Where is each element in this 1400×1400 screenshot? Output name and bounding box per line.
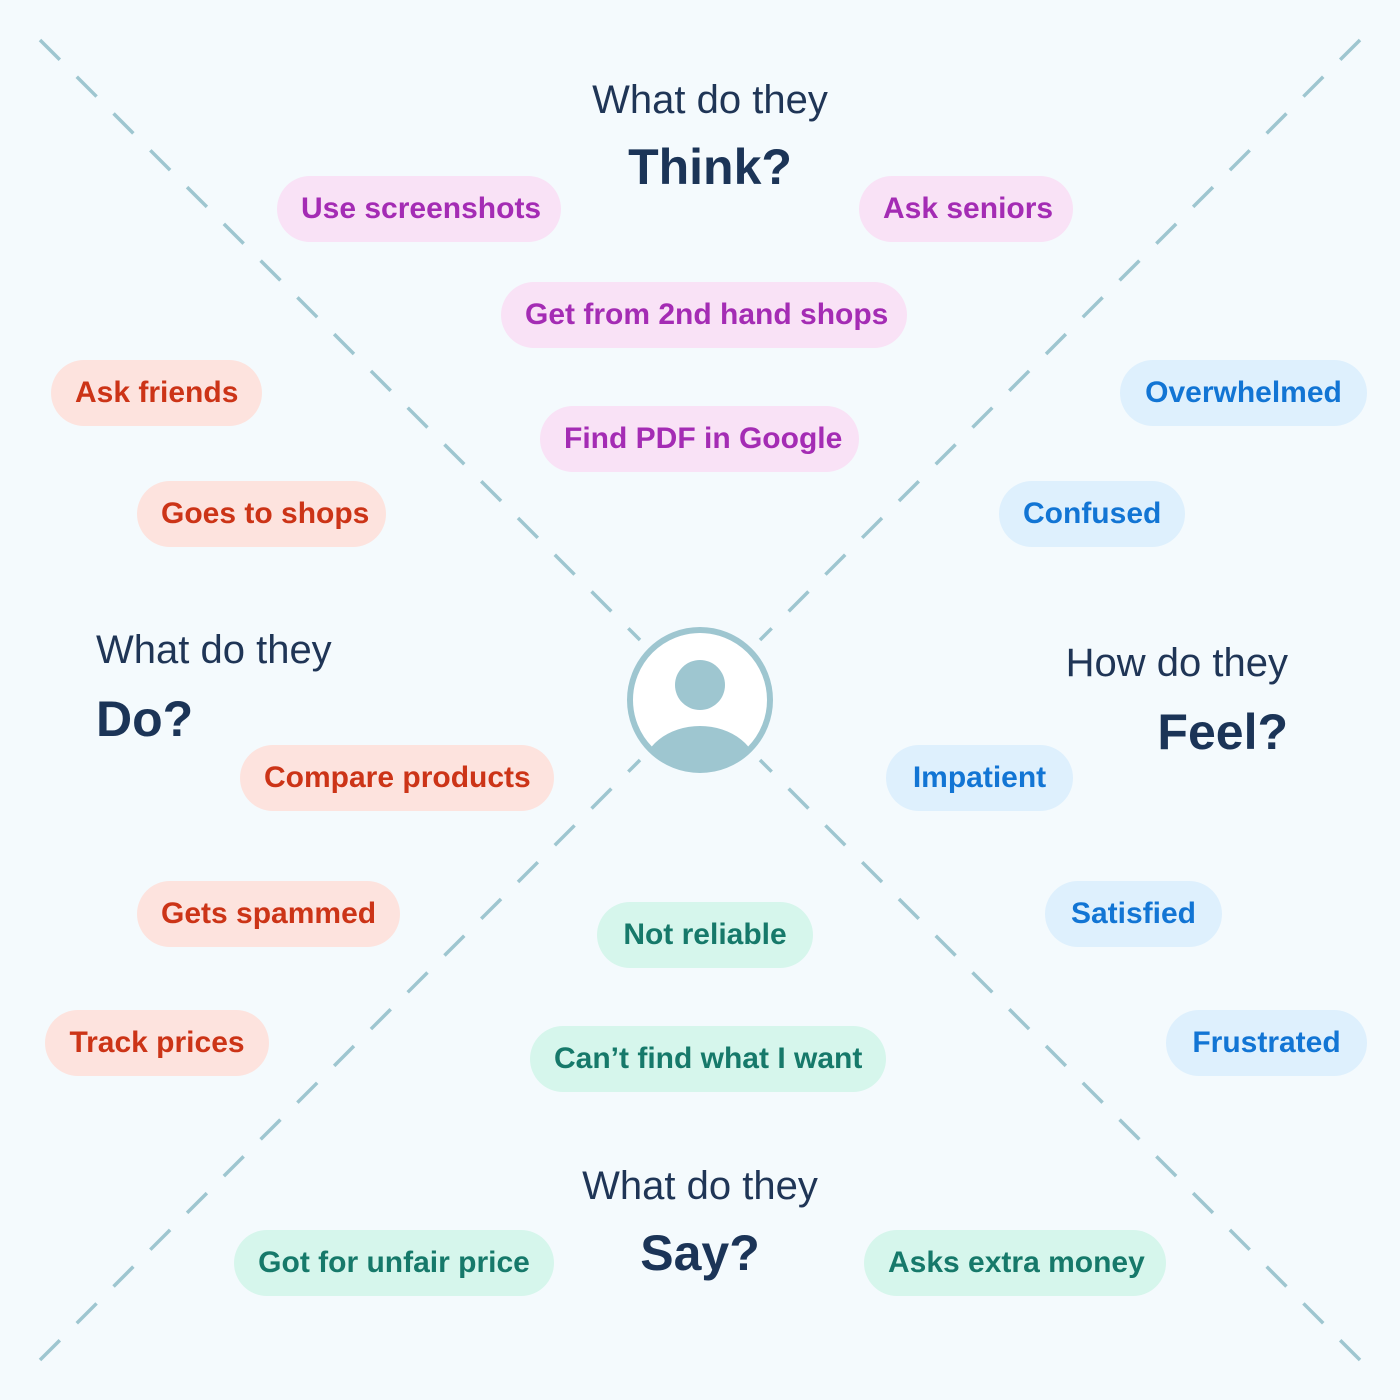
think-item: Find PDF in Google — [540, 406, 859, 472]
say-item: Got for unfair price — [234, 1230, 554, 1296]
think-question: What do they — [592, 78, 828, 122]
say-question: What do they — [582, 1164, 818, 1208]
say-item: Not reliable — [597, 902, 813, 968]
think-keyword: Think? — [628, 139, 792, 195]
think-item: Ask seniors — [859, 176, 1073, 242]
say-keyword: Say? — [640, 1225, 760, 1281]
say-item: Asks extra money — [864, 1230, 1166, 1296]
do-item: Track prices — [45, 1010, 269, 1076]
think-item: Use screenshots — [277, 176, 561, 242]
think-heading: What do they Think? — [500, 80, 920, 192]
do-item: Ask friends — [51, 360, 262, 426]
divider-bottom-left — [38, 758, 642, 1362]
do-keyword: Do? — [96, 691, 194, 747]
say-item: Can’t find what I want — [530, 1026, 886, 1092]
user-avatar-icon — [627, 627, 773, 773]
do-item: Goes to shops — [137, 481, 386, 547]
divider-top-right — [758, 38, 1362, 642]
feel-item: Overwhelmed — [1120, 360, 1367, 426]
feel-item: Satisfied — [1045, 881, 1222, 947]
do-heading: What do they Do? — [96, 630, 456, 744]
do-item: Gets spammed — [137, 881, 400, 947]
do-item: Compare products — [240, 745, 554, 811]
divider-top-left — [38, 38, 642, 642]
feel-heading: How do they Feel? — [980, 643, 1288, 757]
do-question: What do they — [96, 628, 332, 672]
feel-question: How do they — [1065, 641, 1288, 685]
think-item: Get from 2nd hand shops — [501, 282, 907, 348]
feel-keyword: Feel? — [1157, 704, 1288, 760]
feel-item: Frustrated — [1166, 1010, 1367, 1076]
feel-item: Confused — [999, 481, 1185, 547]
say-heading: What do they Say? — [500, 1166, 900, 1278]
feel-item: Impatient — [886, 745, 1073, 811]
divider-bottom-right — [758, 758, 1362, 1362]
